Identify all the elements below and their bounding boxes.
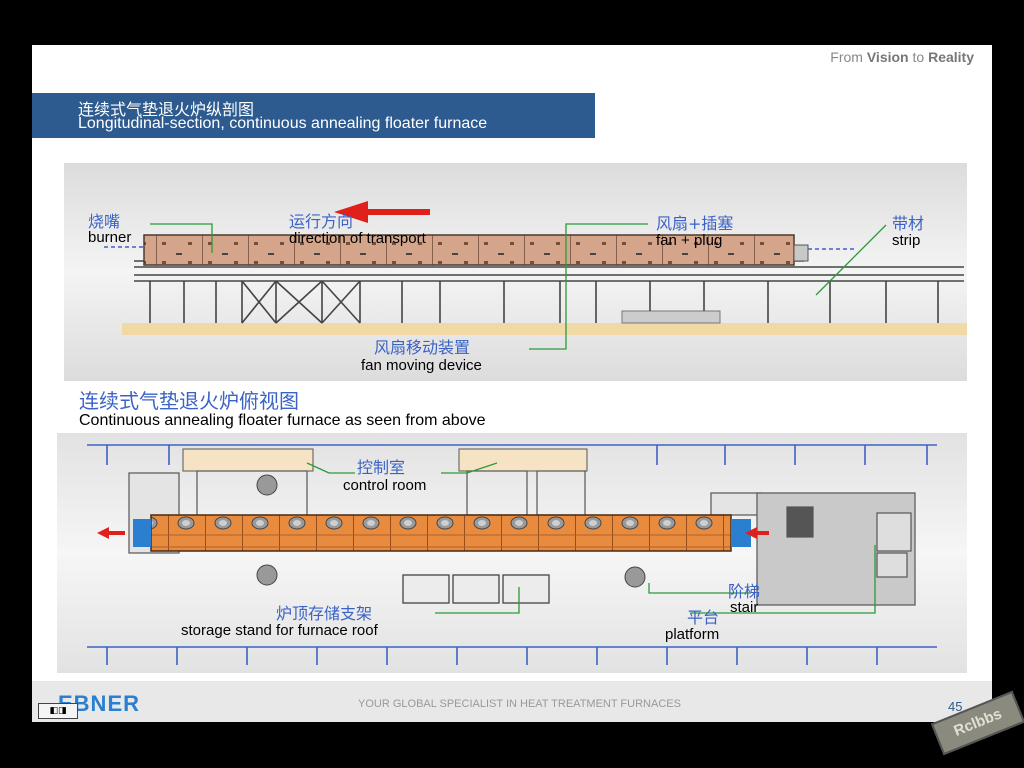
- leader-lines-bottom: [306, 462, 876, 614]
- tagline: From Vision to Reality: [830, 49, 974, 65]
- storage-stands: [402, 574, 550, 604]
- stair-label-en: stair: [730, 599, 758, 616]
- section-heading-en: Continuous annealing floater furnace as …: [79, 412, 486, 429]
- top-background: [64, 163, 967, 381]
- furnace-plan-body: [150, 514, 732, 552]
- fan-moving-label-zh: 风扇移动装置: [374, 338, 470, 357]
- strip-label-zh: 带材: [892, 214, 924, 233]
- direction-arrows: [97, 527, 769, 539]
- platform-label-zh: 平台: [687, 608, 719, 627]
- furnace-exit-seal: [793, 244, 809, 262]
- floor-block: [621, 310, 721, 324]
- title-en: Longitudinal-section, continuous anneali…: [78, 115, 488, 132]
- furnace-exit-block: [731, 519, 751, 547]
- transport-label-en: direction of transport: [289, 230, 427, 247]
- burner-label-en: burner: [88, 229, 131, 246]
- stair-label-zh: 阶梯: [728, 582, 760, 601]
- platform-structures: [128, 470, 916, 606]
- tagline-prefix: From: [830, 49, 867, 65]
- fan-moving-label-en: fan moving device: [361, 357, 482, 374]
- footer: EBNER ◧◨ YOUR GLOBAL SPECIALIST IN HEAT …: [32, 681, 992, 722]
- side-rails: [87, 444, 937, 665]
- transport-label-zh: 运行方向: [289, 212, 353, 231]
- stairs: [256, 474, 646, 588]
- platform-label-en: platform: [665, 626, 719, 643]
- control-room-left: [182, 448, 314, 472]
- tagline-mid: to: [908, 49, 929, 65]
- tagline-vision: Vision: [866, 49, 909, 65]
- page-number: 45: [948, 699, 963, 714]
- control-room-label-en: control room: [343, 477, 426, 494]
- title-bar: 连续式气垫退火炉纵剖图 Longitudinal-section, contin…: [32, 93, 595, 138]
- transport-arrow: [334, 201, 430, 223]
- tagline-reality: Reality: [928, 49, 974, 65]
- furnace-entry-block: [133, 519, 151, 547]
- burner-label-zh: 烧嘴: [88, 212, 120, 231]
- leader-lines: [150, 223, 887, 350]
- storage-label-zh: 炉顶存储支架: [276, 604, 372, 623]
- fan-label-en: fan + plug: [656, 232, 722, 249]
- storage-label-en: storage stand for furnace roof: [181, 622, 379, 639]
- floor: [122, 323, 967, 335]
- furnace-body: [143, 234, 795, 266]
- top-view-diagram: 控制室 control room 阶梯 stair 平台 platform 炉顶…: [57, 433, 967, 673]
- fan-label-zh: 风扇+插塞: [656, 214, 733, 233]
- slide: From Vision to Reality 连续式气垫退火炉纵剖图 Longi…: [32, 45, 992, 722]
- longitudinal-section-diagram: 烧嘴 burner 运行方向 direction of transport 风扇…: [64, 163, 967, 381]
- section-heading-zh: 连续式气垫退火炉俯视图: [79, 389, 299, 413]
- title-zh: 连续式气垫退火炉纵剖图: [78, 100, 255, 119]
- control-room-label-zh: 控制室: [357, 458, 405, 477]
- strip-label-en: strip: [892, 232, 920, 249]
- footer-tagline: YOUR GLOBAL SPECIALIST IN HEAT TREATMENT…: [358, 698, 681, 710]
- control-room-right: [458, 448, 588, 472]
- nav-icon[interactable]: ◧◨: [38, 703, 78, 719]
